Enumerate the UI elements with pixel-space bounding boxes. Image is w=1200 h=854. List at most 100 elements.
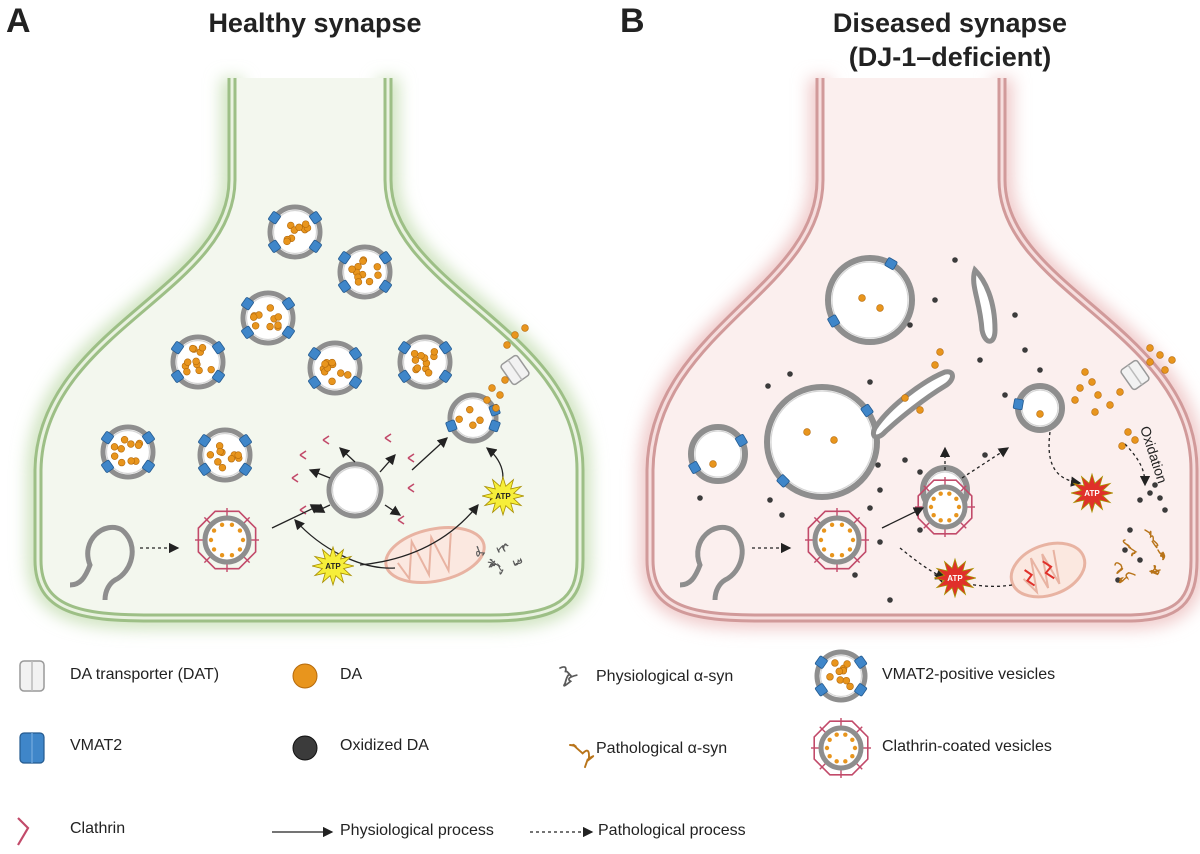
collapsed-vesicle — [971, 265, 998, 344]
vmat2-pump — [776, 474, 790, 488]
vmat2-pump — [171, 369, 184, 383]
da-molecule — [834, 732, 839, 737]
da-molecule — [344, 371, 352, 379]
vmat2-pump — [398, 369, 411, 383]
da-molecule — [521, 324, 529, 332]
da-molecule — [295, 223, 303, 231]
oxidized-da — [787, 371, 793, 377]
vmat2-pump — [198, 434, 211, 448]
da-molecule — [824, 745, 830, 751]
vmat2-pump — [308, 375, 321, 389]
da-molecule — [852, 745, 858, 751]
clathrin-coated-vesicles — [69, 433, 975, 601]
pathological-alpha-syn — [1118, 572, 1136, 584]
clathrin-fragment — [291, 473, 299, 483]
da-molecule — [192, 357, 200, 366]
legend-clathrin: Clathrin — [70, 820, 126, 837]
oxidized-da — [902, 457, 908, 463]
da-molecule — [1036, 410, 1044, 418]
legend-path-process: Pathological process — [598, 822, 746, 839]
dopamine-molecules — [483, 257, 1176, 603]
da-molecule — [511, 331, 519, 339]
da-molecule — [234, 451, 242, 459]
vmat2-pump — [212, 369, 225, 383]
da-molecule — [189, 344, 197, 353]
da-molecule — [274, 321, 282, 329]
da-molecule — [843, 660, 851, 668]
oxidized-da — [1152, 482, 1158, 488]
da-molecule — [842, 676, 851, 685]
legend-vmat2: VMAT2 — [70, 737, 123, 754]
physiological-arrow — [379, 454, 396, 473]
legend-icons — [17, 649, 871, 846]
da-molecule — [501, 376, 509, 384]
vmat2-pump — [239, 434, 252, 448]
da-molecule — [947, 491, 952, 496]
da-molecule — [211, 547, 217, 552]
oxidized-da — [1162, 507, 1168, 513]
pathological-alpha-syn — [1157, 549, 1166, 561]
vmat2-pump — [860, 403, 874, 417]
vesicle-b3 — [688, 424, 748, 484]
da-molecule — [1071, 396, 1079, 404]
da-molecule — [836, 676, 844, 684]
da-molecule — [839, 522, 845, 527]
oxidized-da — [952, 257, 958, 263]
legend-da-icon — [292, 663, 318, 689]
panel-b-title-line2: (DJ-1–deficient) — [848, 42, 1052, 72]
vmat2-pump — [884, 257, 898, 270]
da-molecule — [954, 513, 959, 518]
vmat2-vesicle — [397, 334, 453, 390]
vesicle-membrane — [202, 515, 252, 565]
oxidized-da — [917, 527, 923, 533]
clathrin-fragment — [322, 435, 330, 445]
da-molecule — [424, 369, 433, 377]
da-molecule — [195, 366, 203, 375]
da-molecule — [496, 391, 504, 399]
oxidized-da — [1002, 392, 1008, 398]
da-molecule — [229, 522, 235, 527]
da-molecule — [1146, 344, 1154, 352]
oxidized-da — [875, 462, 881, 468]
da-molecule — [359, 257, 367, 265]
vmat2-pump — [814, 683, 828, 697]
vmat2-pump — [445, 419, 458, 433]
physiological-arrow — [313, 503, 331, 513]
legend-phys-syn-icon — [559, 666, 578, 687]
vmat2-pump — [338, 251, 351, 265]
physiological-arrow — [339, 447, 356, 463]
vmat2-pump — [379, 279, 392, 293]
physiological-arrow — [384, 504, 402, 516]
da-molecule — [947, 518, 952, 523]
vmat2-pump — [854, 655, 868, 669]
atp-star — [312, 545, 354, 587]
da-molecule — [830, 436, 838, 444]
clathrin-vesicle-b2 — [915, 477, 975, 537]
da-molecule — [251, 322, 260, 330]
da-molecule — [829, 522, 835, 527]
legend-clathrin-icon — [17, 817, 30, 846]
legend-vmat2-vesicle-icon — [814, 649, 868, 703]
da-molecule — [1091, 408, 1099, 416]
da-molecule — [1131, 436, 1139, 444]
da-molecule — [229, 553, 235, 558]
da-molecule — [1146, 358, 1154, 366]
damage-mark — [1024, 569, 1036, 587]
clathrin-fragment — [407, 453, 415, 463]
vmat2-vesicle — [100, 424, 156, 480]
legend-path-syn: Pathological α-syn — [596, 740, 728, 757]
da-molecule — [216, 447, 224, 456]
clathrin-vesicle-b — [805, 508, 869, 572]
vmat2-pump — [171, 341, 184, 355]
legend-phys-syn: Physiological α-syn — [596, 668, 734, 685]
vmat2-pump — [379, 251, 392, 265]
oxidized-da — [1137, 497, 1143, 503]
vmat2-pump — [239, 462, 252, 476]
da-molecule — [354, 278, 363, 286]
da-molecule — [827, 754, 832, 759]
da-molecule — [1118, 442, 1126, 450]
oxidized-da — [1037, 367, 1043, 373]
da-molecule — [850, 737, 855, 742]
atp-b1: ATP — [934, 557, 976, 599]
da-molecule — [328, 358, 336, 367]
